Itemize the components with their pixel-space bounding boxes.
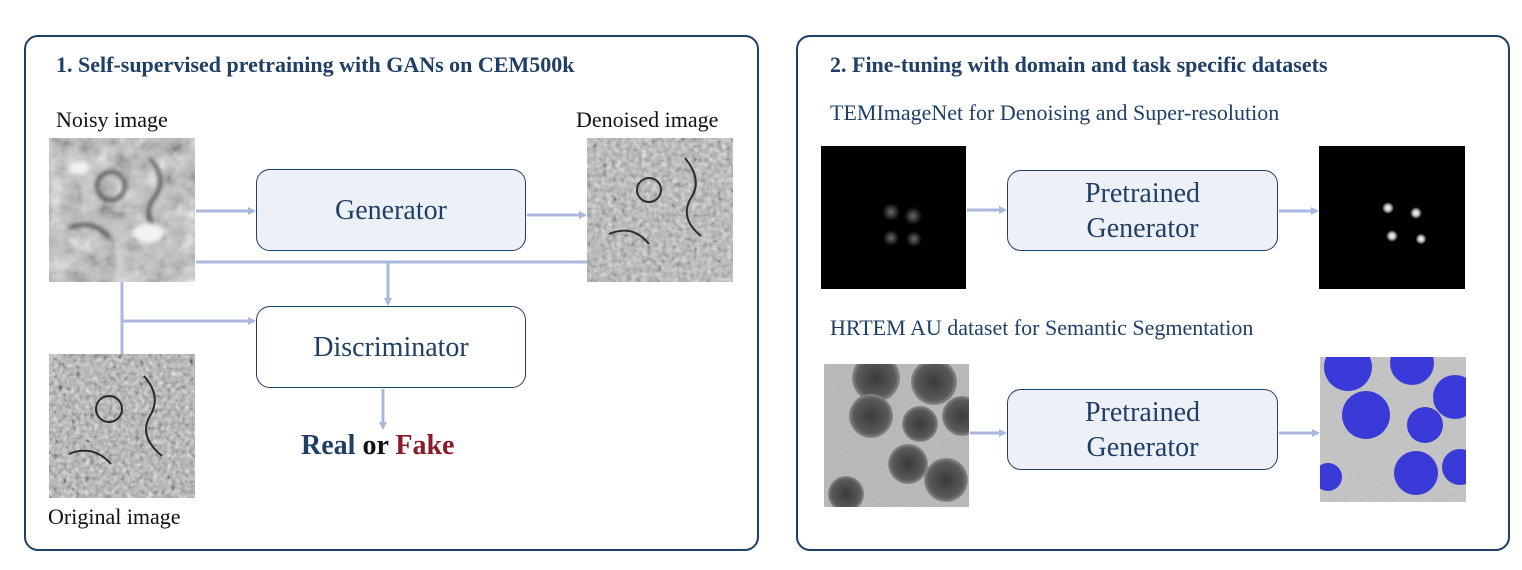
hrtem-label: HRTEM AU dataset for Semantic Segmentati…: [830, 315, 1254, 340]
noisy-image-label: Noisy image: [56, 107, 168, 132]
noisy-image: [49, 138, 195, 282]
tem-output-image: [1319, 146, 1465, 289]
hrtem-input-image: [824, 364, 969, 507]
generator-label: Generator: [335, 194, 447, 226]
denoised-image-label: Denoised image: [576, 107, 719, 132]
denoised-image: [587, 138, 733, 282]
discriminator-box: Discriminator: [256, 306, 526, 388]
generator-box: Generator: [256, 169, 526, 251]
finetuning-title: 2. Fine-tuning with domain and task spec…: [830, 52, 1328, 77]
pretrained-line1: Pretrained: [1084, 396, 1201, 428]
temimagenet-label: TEMImageNet for Denoising and Super-reso…: [830, 100, 1280, 125]
or-label: or: [362, 430, 389, 461]
real-or-fake-output: Real or Fake: [301, 430, 454, 462]
tem-input-image: [821, 146, 966, 289]
pretrained-line2: Generator: [1086, 212, 1199, 244]
original-image: [49, 354, 195, 498]
pretrained-line2: Generator: [1086, 431, 1199, 463]
pretrained-generator-box-2: Pretrained Generator: [1007, 389, 1278, 470]
real-label: Real: [301, 430, 356, 461]
fake-label: Fake: [395, 430, 455, 461]
pretrained-line1: Pretrained: [1084, 177, 1201, 209]
pretraining-title: 1. Self-supervised pretraining with GANs…: [56, 52, 575, 77]
hrtem-segmentation-image: [1320, 357, 1466, 502]
pretrained-generator-box-1: Pretrained Generator: [1007, 170, 1278, 251]
discriminator-label: Discriminator: [313, 331, 469, 363]
original-image-label: Original image: [48, 504, 181, 529]
